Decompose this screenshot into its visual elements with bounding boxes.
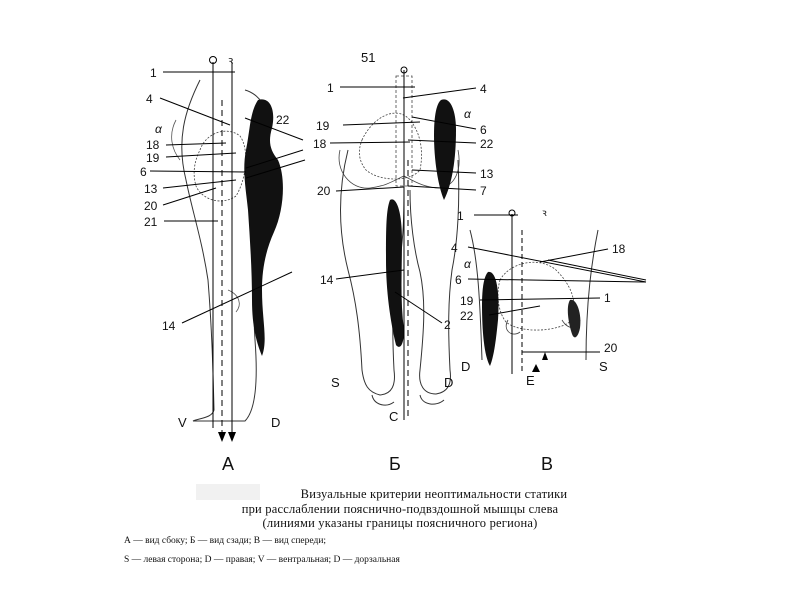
- panel-c-label-6: 6: [455, 273, 462, 287]
- panel-c-muscle: [482, 271, 499, 366]
- panel-c-label-1b: 1: [604, 291, 611, 305]
- panel-c-label-20: 20: [604, 341, 618, 355]
- panel-c-dir-s: S: [599, 359, 608, 374]
- panel-a-side-view: ꝛ 1 4 α 18 19 6 13 20 21 14 22 V D: [140, 55, 306, 474]
- panel-c-label-19: 19: [460, 294, 474, 308]
- panel-a-label-21: 21: [144, 215, 158, 229]
- panel-b-label-6: 6: [480, 123, 487, 137]
- panel-a-label-20: 20: [144, 199, 158, 213]
- panel-a-arrow-2: [228, 432, 236, 442]
- panel-a-back-curve: [171, 119, 181, 161]
- panel-b-label-1: 1: [327, 81, 334, 95]
- panel-b-label-20: 20: [317, 184, 331, 198]
- panel-b-leader-lines: [329, 86, 477, 324]
- panel-a-label-19: 19: [146, 151, 160, 165]
- panel-c-label-4: 4: [451, 241, 458, 255]
- panel-a-plumb-top: [209, 56, 217, 64]
- panel-a-label-6: 6: [140, 165, 147, 179]
- panel-b-muscle-lower: [386, 199, 404, 347]
- panel-b-muscle-upper: [434, 99, 456, 200]
- panel-b-label-2: 2: [444, 318, 451, 332]
- panel-b-plumb-top: [400, 66, 408, 74]
- panel-b-label-22: 22: [480, 137, 494, 151]
- panel-a-dir-v: V: [178, 415, 187, 430]
- panel-c-letter: В: [541, 454, 553, 474]
- panel-c-muscle-small: [567, 299, 581, 338]
- panel-c-leader-lines: [467, 214, 647, 316]
- panel-b-label-14: 14: [320, 273, 334, 287]
- panel-a-pelvis: [193, 130, 247, 202]
- redacted-figure-number: [196, 484, 260, 500]
- panel-b-pelvis: [358, 112, 422, 180]
- panel-c-dir-e: E: [526, 373, 535, 388]
- panel-a-knee: [227, 289, 240, 313]
- panel-b-right-leg: [409, 159, 460, 395]
- panel-c-arrow-2: [542, 352, 548, 360]
- figure-legend: А — вид сбоку; Б — вид сзади; В — вид сп…: [124, 532, 400, 570]
- panel-b-letter: Б: [389, 454, 401, 474]
- panel-c-label-1: 1: [457, 209, 464, 223]
- panel-a-dir-d: D: [271, 415, 280, 430]
- panel-a-label-1: 1: [150, 66, 157, 80]
- panel-a-leader-lines: [149, 71, 306, 324]
- panel-a-label-14: 14: [162, 319, 176, 333]
- panel-c-arrow: [532, 364, 540, 372]
- panel-a-label-alpha: α: [155, 122, 163, 136]
- panel-b-label-4: 4: [480, 82, 487, 96]
- caption-line-2: при расслаблении пояснично-подвздошной м…: [241, 501, 559, 516]
- panel-b-label-13: 13: [480, 167, 494, 181]
- panel-b-label-18: 18: [313, 137, 327, 151]
- panel-a-muscle-dark: [244, 99, 283, 356]
- figure-caption: Визуальные критерии неоптимальности стат…: [190, 487, 610, 531]
- panel-c-alpha: α: [464, 257, 472, 271]
- panel-c-plumb-mark: ꝛ: [542, 208, 547, 219]
- caption-line-1: Визуальные критерии неоптимальности стат…: [300, 487, 568, 501]
- panel-b-back-view: 1 19 18 20 14 4 α 6 22 13 7 2 S D C Б: [313, 66, 494, 474]
- panel-b-feet: [371, 394, 445, 406]
- panel-c-dir-d: D: [461, 359, 470, 374]
- page-number: 51: [361, 50, 375, 65]
- panel-b-dir-c: C: [389, 409, 398, 424]
- panel-c-body-outline: [469, 229, 599, 361]
- panel-b-dir-d: D: [444, 375, 453, 390]
- panel-a-letter: А: [222, 454, 234, 474]
- panel-c-front-view: ꝛ 1 4 α 6 19 22 18 1 20 D E S В: [451, 208, 647, 474]
- panel-a-label-13: 13: [144, 182, 158, 196]
- legend-line-2: S — левая сторона; D — правая; V — вентр…: [124, 555, 400, 565]
- panel-c-label-22: 22: [460, 309, 474, 323]
- panel-a-label-4: 4: [146, 92, 153, 106]
- panel-b-alpha: α: [464, 107, 472, 121]
- panel-a-arrow-1: [218, 432, 226, 442]
- panel-a-label-18: 18: [146, 138, 160, 152]
- caption-line-3: (линиями указаны границы поясничного рег…: [262, 516, 538, 530]
- panel-b-dir-s: S: [331, 375, 340, 390]
- panel-b-label-19: 19: [316, 119, 330, 133]
- panel-b-label-7: 7: [480, 184, 487, 198]
- panel-c-plumb-top: [508, 209, 516, 217]
- panel-a-label-22: 22: [276, 113, 290, 127]
- legend-line-1: А — вид сбоку; Б — вид сзади; В — вид сп…: [124, 536, 327, 546]
- panel-c-pelvis: [497, 261, 575, 331]
- panel-c-label-18: 18: [612, 242, 626, 256]
- panel-a-plumb-mark: ꝛ: [228, 55, 234, 67]
